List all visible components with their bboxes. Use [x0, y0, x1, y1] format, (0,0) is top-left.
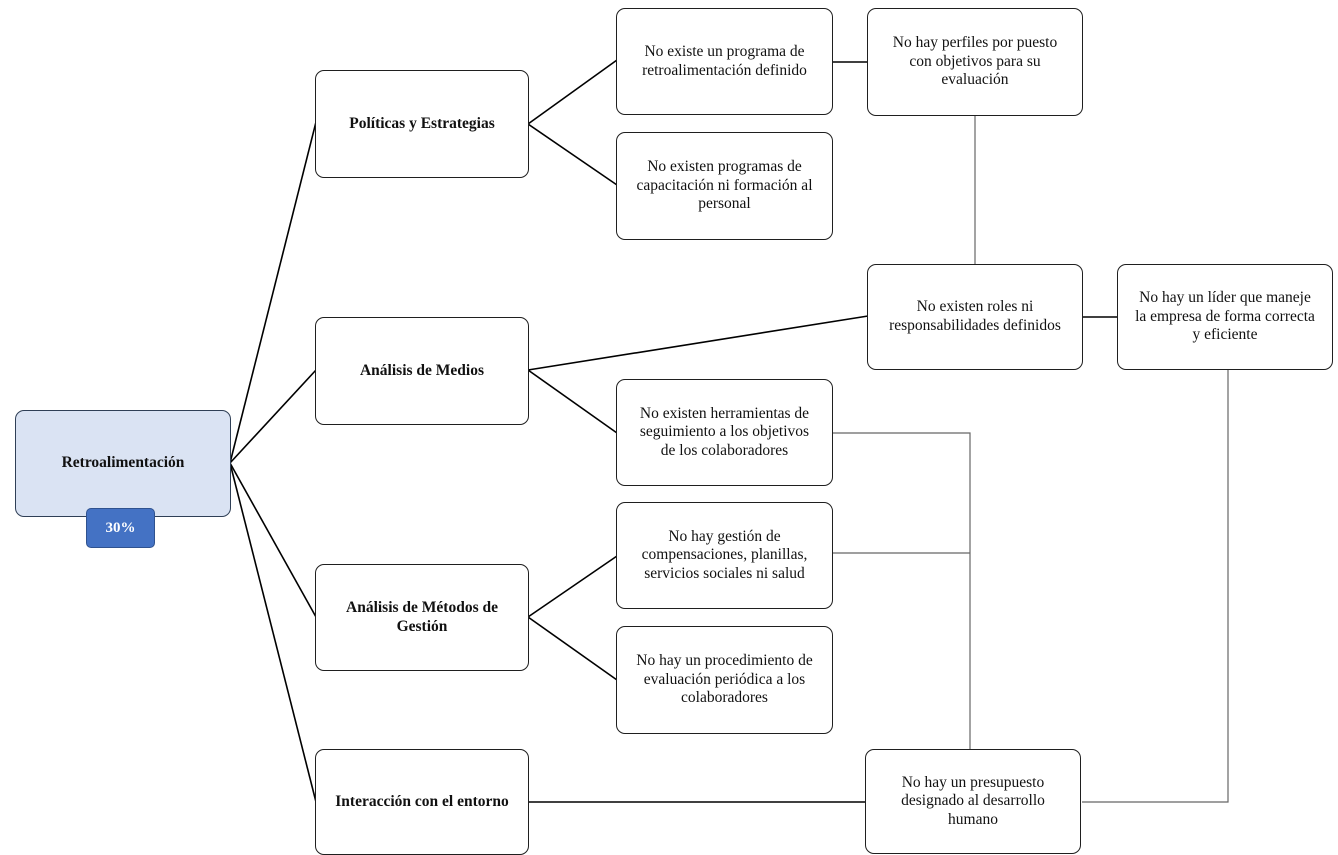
category-metodos-label: Análisis de Métodos de Gestión [346, 598, 498, 635]
cause-programa-retro-label: No existe un programa de retroalimentaci… [642, 42, 807, 79]
cause-capacitacion-label: No existen programas de capacitación ni … [636, 158, 813, 213]
cause-presupuesto: No hay un presupuesto designado al desar… [865, 749, 1081, 854]
category-politicas-label: Políticas y Estrategias [349, 114, 495, 132]
cause-lider-label: No hay un líder que maneje la empresa de… [1135, 289, 1315, 344]
category-entorno: Interacción con el entorno [315, 749, 529, 855]
root-label: Retroalimentación [61, 454, 185, 472]
cause-capacitacion: No existen programas de capacitación ni … [616, 132, 833, 240]
edge-lider-presupuesto [1082, 370, 1229, 803]
edge-root-politicas [229, 121, 317, 464]
edge-metodos-compensaciones [527, 555, 618, 618]
cause-compensaciones: No hay gestión de compensaciones, planil… [616, 502, 833, 609]
edge-metodos-procedimiento [527, 616, 618, 681]
edge-politicas-programa [527, 59, 618, 125]
cause-herramientas-label: No existen herramientas de seguimiento a… [639, 404, 810, 459]
category-medios-label: Análisis de Medios [359, 361, 484, 379]
category-politicas: Políticas y Estrategias [315, 70, 529, 178]
cause-perfiles-label: No hay perfiles por puesto con objetivos… [892, 34, 1058, 89]
cause-programa-retro: No existe un programa de retroalimentaci… [616, 8, 833, 115]
edge-root-medios [229, 369, 317, 464]
root-node: Retroalimentación [15, 410, 231, 517]
edge-herramientas-presupuesto [831, 432, 971, 750]
edge-root-metodos [229, 462, 317, 618]
cause-compensaciones-label: No hay gestión de compensaciones, planil… [641, 527, 808, 582]
edge-root-entorno [229, 462, 317, 803]
cause-perfiles: No hay perfiles por puesto con objetivos… [867, 8, 1083, 116]
cause-roles-label: No existen roles ni responsabilidades de… [889, 298, 1061, 334]
category-medios: Análisis de Medios [315, 317, 529, 425]
percentage-badge: 30% [86, 508, 155, 548]
cause-presupuesto-label: No hay un presupuesto designado al desar… [901, 773, 1045, 828]
cause-herramientas: No existen herramientas de seguimiento a… [616, 379, 833, 486]
category-metodos: Análisis de Métodos de Gestión [315, 564, 529, 671]
cause-lider: No hay un líder que maneje la empresa de… [1117, 264, 1333, 370]
cause-procedimiento-label: No hay un procedimiento de evaluación pe… [636, 652, 813, 707]
edge-medios-herramientas [527, 369, 618, 434]
edge-medios-roles [527, 315, 869, 371]
category-entorno-label: Interacción con el entorno [335, 792, 509, 810]
edge-politicas-capacitacion [527, 123, 618, 186]
cause-roles: No existen roles ni responsabilidades de… [867, 264, 1083, 370]
cause-procedimiento: No hay un procedimiento de evaluación pe… [616, 626, 833, 734]
